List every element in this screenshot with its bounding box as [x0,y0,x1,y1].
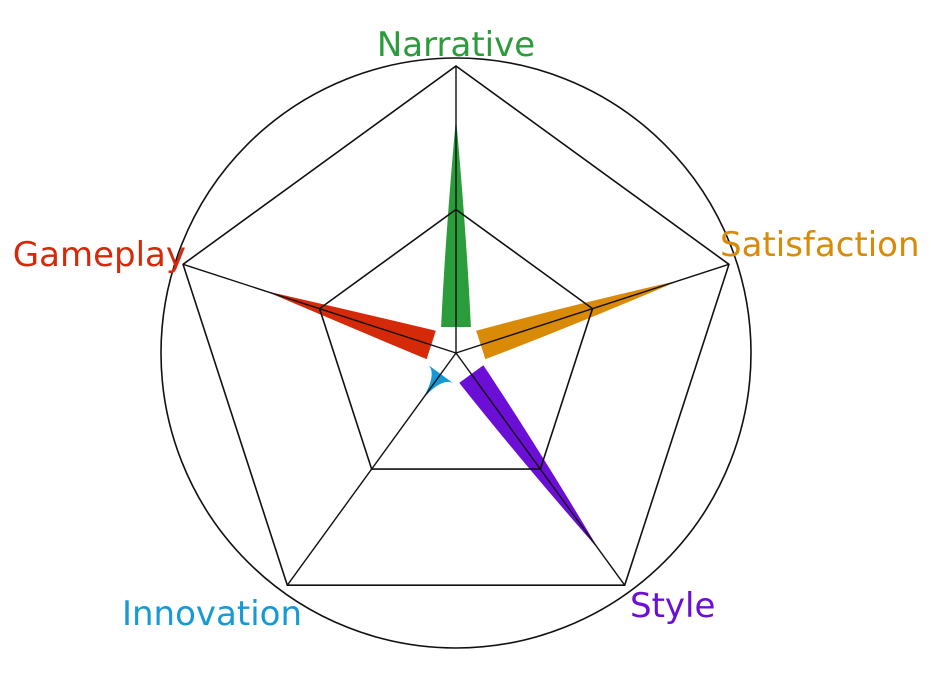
axis-label-satisfaction: Satisfaction [720,225,920,265]
spoke-satisfaction [455,263,730,354]
ring-2 [182,65,730,586]
petal-gameplay [264,290,436,360]
grid-layer [160,57,752,649]
outer-circle [160,57,752,649]
spoke-style [455,352,626,586]
axis-label-gameplay: Gameplay [13,235,186,275]
ring-1 [318,208,594,470]
axis-label-style: Style [630,586,715,626]
axis-label-innovation: Innovation [122,594,302,634]
petal-style [459,365,600,551]
spoke-innovation [286,352,457,586]
axis-label-narrative: Narrative [377,25,535,65]
petal-layer [264,117,680,551]
spoke-gameplay [182,263,457,354]
petal-innovation [422,365,453,400]
petal-satisfaction [476,280,680,360]
